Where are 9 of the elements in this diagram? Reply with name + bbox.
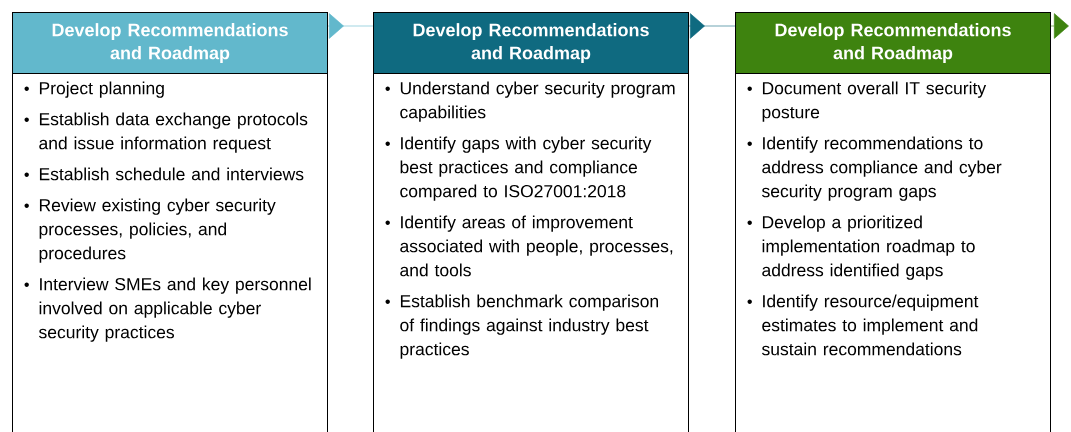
list-panel: Understand cyber security program capabilities Identify gaps with cyber security best practices and compliance compared to ISO27001:2018 Identify areas of improvement associated with people, processes, and tools Establish benchmark comparison of findings against industry best practices (373, 73, 689, 432)
header-box: Develop Recommendations and Roadmap (735, 12, 1051, 74)
list-panel: Project planning Establish data exchange protocols and issue information request Establish schedule and interviews Review existing cyber security processes, policies, and procedures Interview SMEs and key personnel involved on applicable cyber security practices (12, 73, 328, 432)
list-panel: Document overall IT security posture Identify recommendations to address compliance and cyber security program gaps Develop a prioritized implementation roadmap to address identified gaps Identify resource/equipment estimates to implement and sustain recommendations (735, 73, 1051, 432)
chevron-arrow (688, 13, 736, 39)
header-box: Develop Recommendations and Roadmap (373, 12, 689, 74)
header-box: Develop Recommendations and Roadmap (12, 12, 328, 74)
chevron-arrow (1050, 13, 1069, 39)
chevron-arrow (327, 13, 374, 39)
